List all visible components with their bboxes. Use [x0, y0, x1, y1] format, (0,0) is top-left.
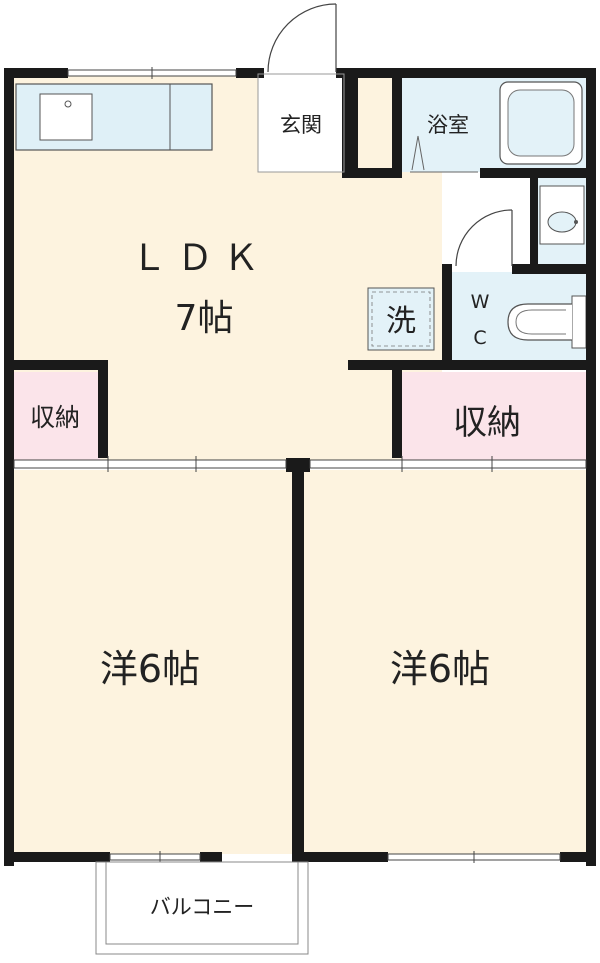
washbasin-icon	[539, 185, 585, 245]
wc-label-c: C	[473, 327, 486, 349]
storage-right-floor	[402, 372, 588, 460]
sliding-doors	[13, 456, 587, 472]
washing-machine-space	[367, 287, 435, 351]
storage-left-label: 収納	[30, 403, 80, 432]
storage-left-floor	[12, 372, 100, 460]
bathroom-door	[410, 135, 478, 173]
windows	[67, 67, 561, 863]
toilet-icon	[507, 295, 587, 349]
balcony-label: バルコニー	[150, 895, 255, 919]
storage-right-label: 収納	[453, 403, 521, 443]
floor-fills	[12, 74, 588, 854]
wc-label-w: W	[471, 291, 490, 313]
walls	[4, 68, 596, 866]
entrance-door	[257, 3, 345, 173]
wc-door	[455, 209, 513, 267]
western-room-left-floor	[12, 470, 296, 854]
bathtub-icon	[499, 81, 583, 165]
ldk-label: ＬＤＫ	[131, 238, 269, 279]
entrance-label: 玄関	[280, 113, 322, 137]
entrance-floor	[258, 74, 344, 172]
western-room-left-label: 洋6帖	[100, 647, 200, 691]
balcony	[95, 861, 309, 955]
kitchen-counter	[15, 83, 213, 151]
bathroom-label: 浴室	[427, 113, 469, 137]
western-room-right-label: 洋6帖	[390, 647, 490, 691]
western-room-right-floor	[304, 470, 588, 854]
ldk-size-label: 7帖	[175, 298, 234, 339]
laundry-label: 洗	[386, 304, 416, 339]
